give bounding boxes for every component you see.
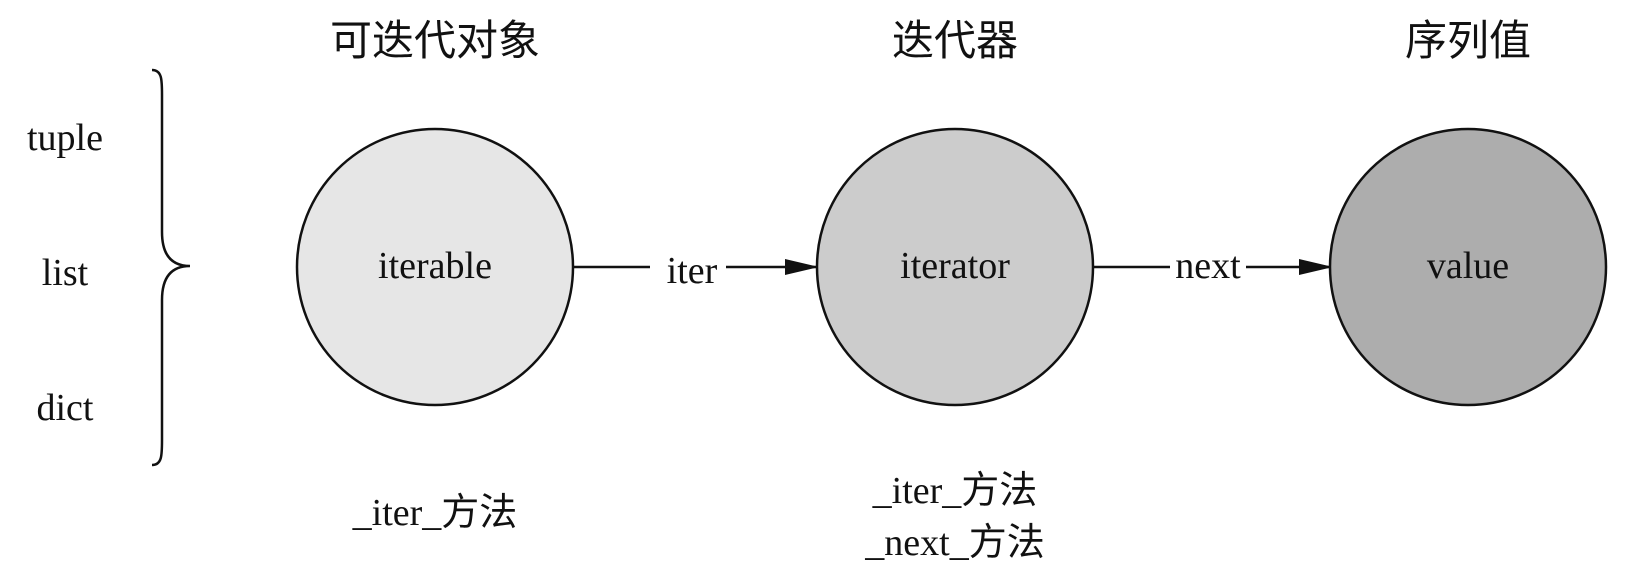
note-iterator-next-method: _next_方法 xyxy=(864,522,1044,564)
heading-iterable-object: 可迭代对象 xyxy=(330,19,540,65)
note-iterable-iter-method: _iter_方法 xyxy=(352,492,518,534)
grouping-brace xyxy=(151,68,191,467)
node-iterable-label: iterable xyxy=(378,245,492,287)
heading-sequence-value: 序列值 xyxy=(1405,19,1531,65)
node-value-label: value xyxy=(1427,245,1509,287)
edge-label-next: next xyxy=(1175,245,1241,287)
node-value xyxy=(1328,127,1608,407)
example-list: list xyxy=(42,252,89,294)
example-tuple: tuple xyxy=(27,117,103,159)
heading-iterator: 迭代器 xyxy=(892,19,1018,65)
node-iterator xyxy=(815,127,1095,407)
edge-label-iter: iter xyxy=(667,250,718,292)
node-iterator-label: iterator xyxy=(900,245,1010,287)
node-iterable xyxy=(295,127,575,407)
note-iterator-iter-method: _iter_方法 xyxy=(872,470,1038,512)
example-dict: dict xyxy=(37,387,94,429)
